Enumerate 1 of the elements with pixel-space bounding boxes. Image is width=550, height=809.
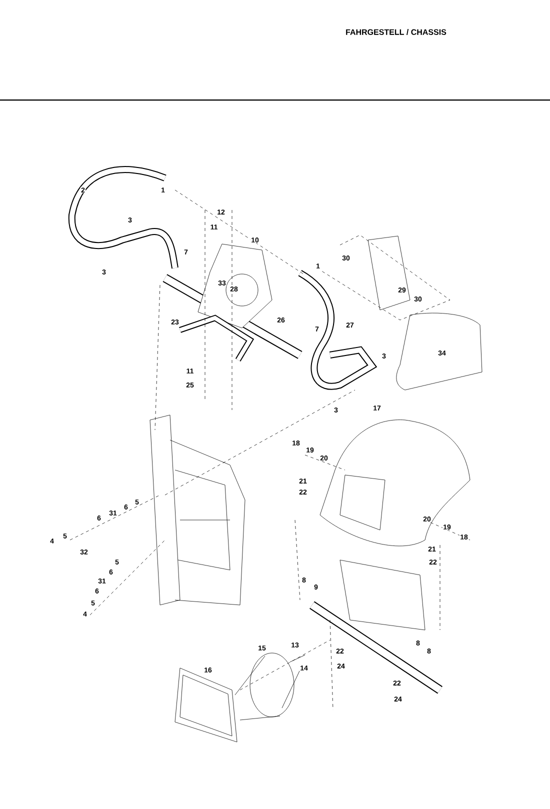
title: FAHRGESTELL / CHASSIS bbox=[346, 29, 446, 35]
